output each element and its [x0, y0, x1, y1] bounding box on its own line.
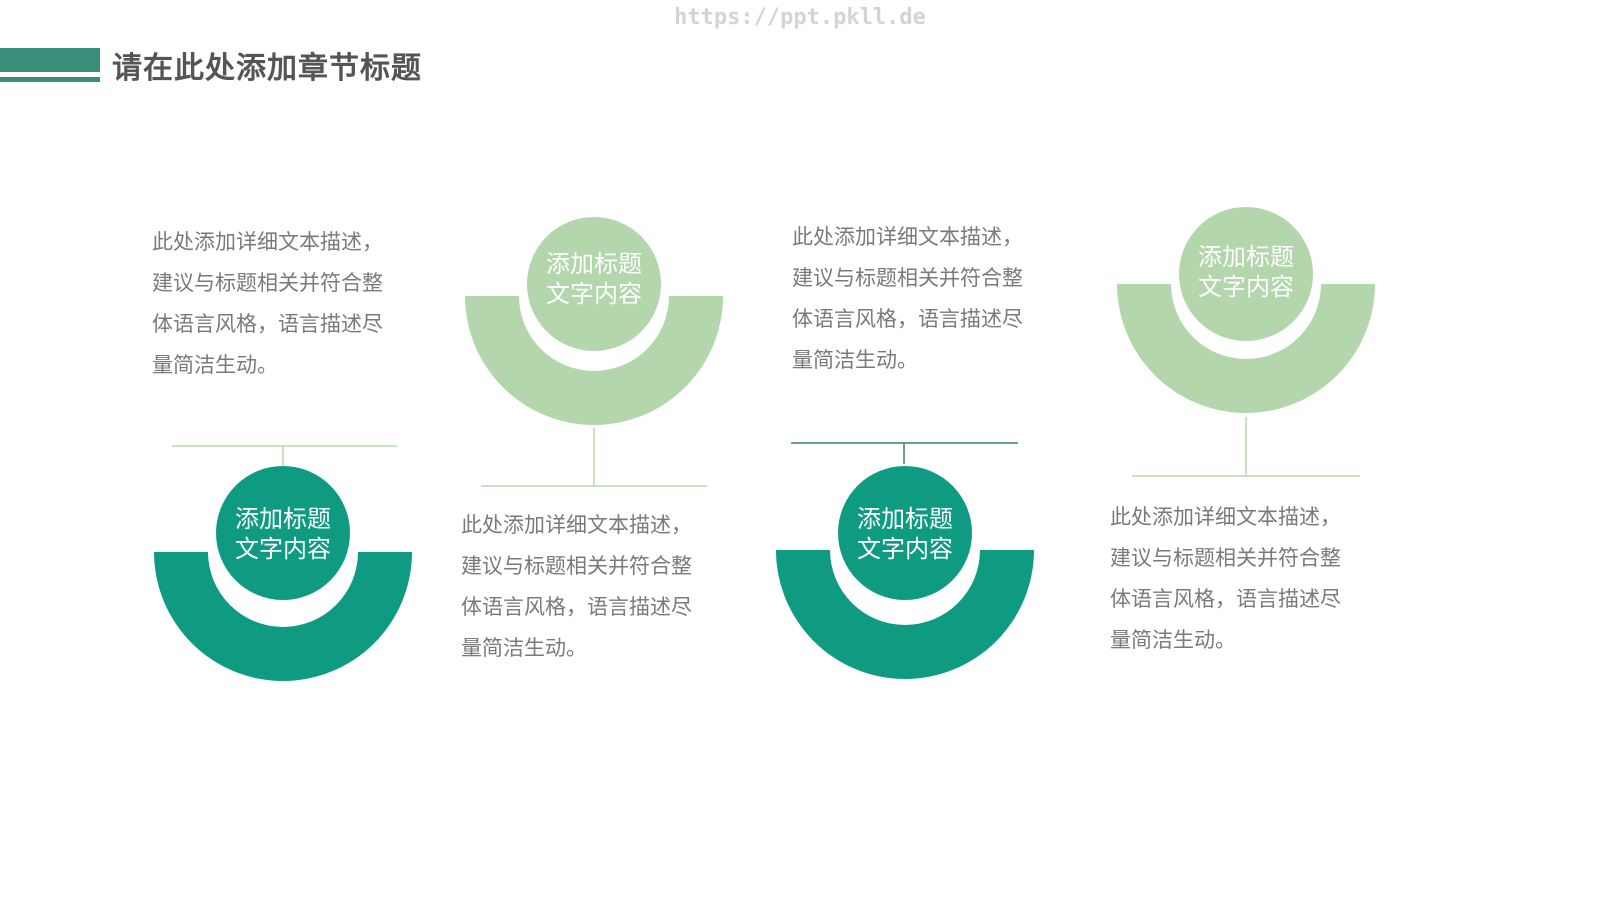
- desc-line: 此处添加详细文本描述，: [792, 225, 1023, 249]
- desc-line: 此处添加详细文本描述，: [461, 513, 692, 537]
- item-4-half-ring: [1117, 284, 1375, 413]
- desc-line: 此处添加详细文本描述，: [152, 230, 383, 254]
- item-3-description: 此处添加详细文本描述， 建议与标题相关并符合整 体语言风格，语言描述尽 量简洁生…: [792, 217, 1062, 381]
- desc-line: 此处添加详细文本描述，: [1110, 505, 1341, 529]
- desc-line: 建议与标题相关并符合整: [1110, 546, 1341, 570]
- item-1-label-line2: 文字内容: [235, 535, 331, 563]
- item-4-circle: [1179, 207, 1313, 341]
- item-4-label-line1: 添加标题: [1198, 243, 1294, 271]
- desc-line: 建议与标题相关并符合整: [152, 271, 383, 295]
- desc-line: 体语言风格，语言描述尽: [152, 312, 383, 336]
- item-1-label-line1: 添加标题: [235, 505, 331, 533]
- desc-line: 体语言风格，语言描述尽: [1110, 587, 1341, 611]
- desc-line: 量简洁生动。: [461, 636, 587, 660]
- watermark: https://ppt.pkll.de: [674, 5, 926, 30]
- desc-line: 体语言风格，语言描述尽: [792, 307, 1023, 331]
- item-3-shape: [776, 442, 1034, 679]
- item-4-description: 此处添加详细文本描述， 建议与标题相关并符合整 体语言风格，语言描述尽 量简洁生…: [1110, 497, 1380, 661]
- item-4-shape: [1117, 207, 1375, 477]
- title-accent-underline: [0, 77, 100, 82]
- item-3-half-ring: [776, 550, 1034, 679]
- item-4-circle-label: 添加标题 文字内容: [1176, 242, 1316, 302]
- title-accent-bar: [0, 48, 100, 72]
- page-title: 请在此处添加章节标题: [112, 51, 422, 86]
- item-3-label-line2: 文字内容: [857, 535, 953, 563]
- item-3-circle: [838, 466, 972, 600]
- item-1-circle: [216, 466, 350, 600]
- desc-line: 量简洁生动。: [152, 353, 278, 377]
- desc-line: 体语言风格，语言描述尽: [461, 595, 692, 619]
- item-2-description: 此处添加详细文本描述， 建议与标题相关并符合整 体语言风格，语言描述尽 量简洁生…: [461, 505, 731, 669]
- item-1-description: 此处添加详细文本描述， 建议与标题相关并符合整 体语言风格，语言描述尽 量简洁生…: [152, 222, 422, 386]
- item-2-shape: [465, 217, 723, 487]
- item-2-half-ring: [465, 296, 723, 425]
- desc-line: 量简洁生动。: [1110, 628, 1236, 652]
- desc-line: 建议与标题相关并符合整: [792, 266, 1023, 290]
- item-1-half-ring: [154, 552, 412, 681]
- item-1-circle-label: 添加标题 文字内容: [213, 504, 353, 564]
- item-1-shape: [154, 445, 412, 681]
- item-2-circle-label: 添加标题 文字内容: [524, 249, 664, 309]
- item-2-label-line2: 文字内容: [546, 280, 642, 308]
- desc-line: 建议与标题相关并符合整: [461, 554, 692, 578]
- item-3-circle-label: 添加标题 文字内容: [835, 504, 975, 564]
- item-2-circle: [527, 217, 661, 351]
- item-4-label-line2: 文字内容: [1198, 273, 1294, 301]
- desc-line: 量简洁生动。: [792, 348, 918, 372]
- item-3-label-line1: 添加标题: [857, 505, 953, 533]
- item-2-label-line1: 添加标题: [546, 250, 642, 278]
